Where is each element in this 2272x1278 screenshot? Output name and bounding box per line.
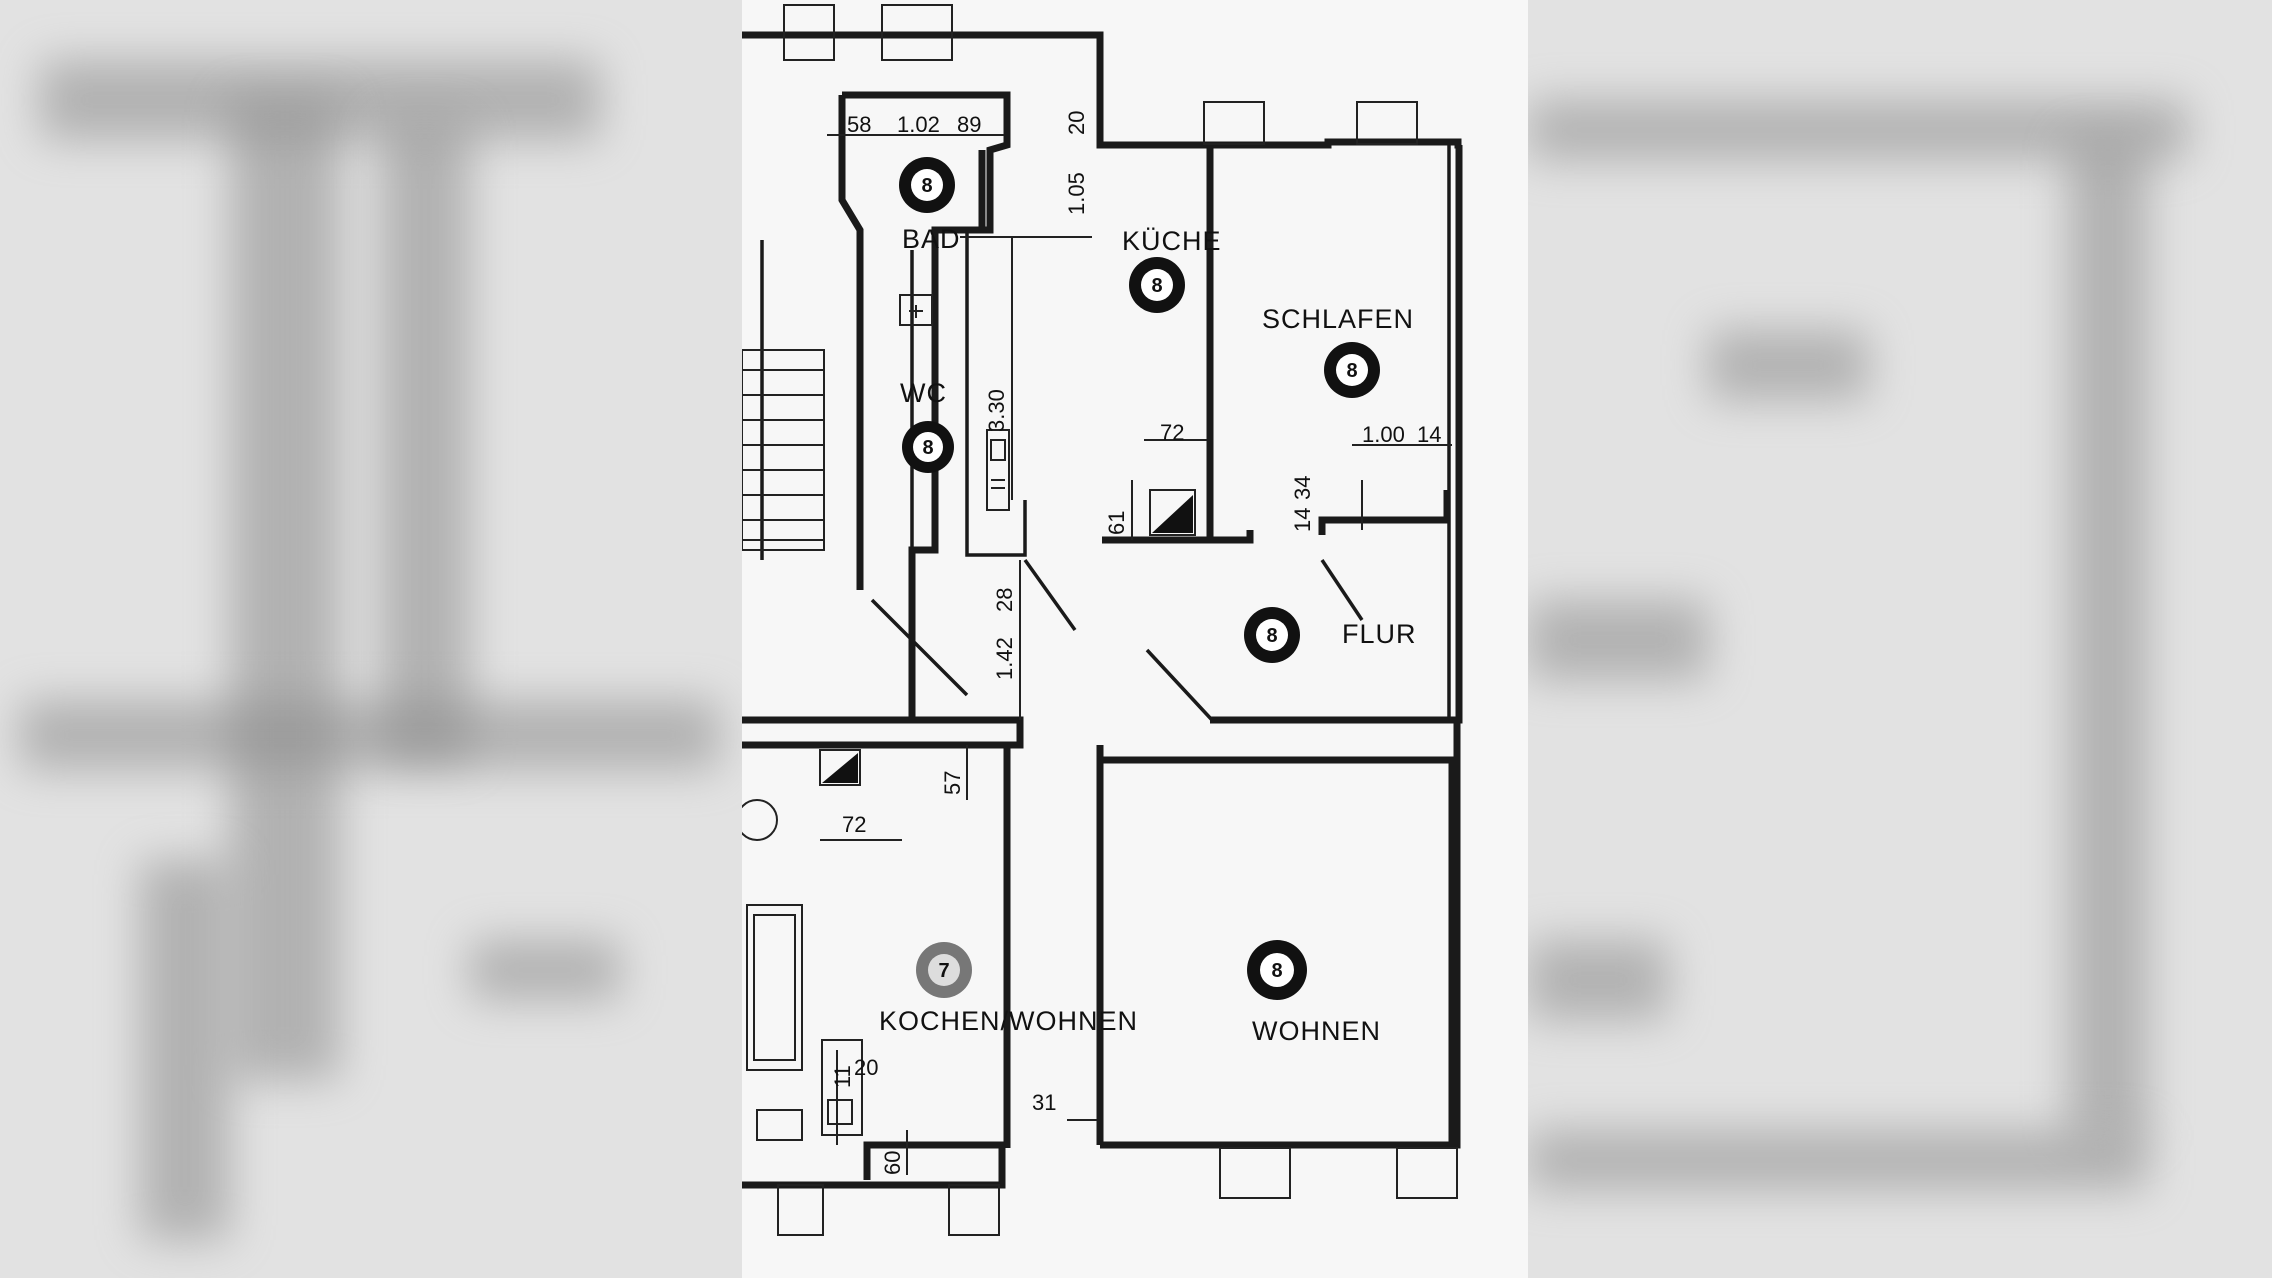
dim-3-30: 3.30 — [984, 389, 1009, 432]
dim-31: 31 — [1032, 1090, 1056, 1115]
blurred-background-left — [0, 0, 742, 1278]
dim-89: 89 — [957, 112, 981, 137]
dimension-lines — [820, 134, 1452, 1175]
dim-1-02: 1.02 — [897, 112, 940, 137]
room-label-kueche: KÜCHE — [1122, 226, 1222, 256]
floor-plan-drawing: BAD KÜCHE SCHLAFEN WC FLUR WOHNEN KOCHEN… — [742, 4, 1463, 1236]
staircase — [742, 349, 825, 551]
dim-58: 58 — [847, 112, 871, 137]
dim-72-kochen: 72 — [842, 812, 866, 837]
dim-20-top: 20 — [1064, 111, 1089, 135]
room-label-kochen-wohnen: KOCHEN/WOHNEN — [879, 1006, 1138, 1036]
svg-text:8: 8 — [1266, 625, 1277, 647]
middle-horizontal-wall — [742, 716, 1024, 749]
window-frames-top — [783, 4, 1418, 145]
chimney-flue-kochen — [819, 749, 861, 786]
bathtub — [746, 904, 803, 1071]
sink-bad — [899, 294, 933, 326]
kueche-left-wall — [935, 150, 986, 234]
dim-14-schlafen: 14 — [1417, 422, 1441, 447]
svg-text:8: 8 — [1151, 275, 1162, 297]
chimney-flue-flur — [1149, 489, 1196, 536]
badge-wohnen: 8 — [1247, 940, 1307, 1000]
floor-plan-scan: BAD KÜCHE SCHLAFEN WC FLUR WOHNEN KOCHEN… — [742, 0, 1528, 1278]
room-label-bad: BAD — [902, 224, 961, 254]
dim-14-flur: 14 — [1290, 508, 1315, 532]
schlafen-door-swing — [1320, 559, 1364, 621]
badge-schlafen: 8 — [1324, 342, 1380, 398]
dim-61: 61 — [1104, 511, 1129, 535]
bad-enclosure — [838, 95, 864, 590]
dim-34: 34 — [1290, 476, 1315, 500]
bottom-left-wall — [742, 1141, 1006, 1189]
exterior-wall-top — [742, 31, 1462, 149]
badge-bad: 8 — [899, 157, 955, 213]
room-label-schlafen: SCHLAFEN — [1262, 304, 1414, 334]
stove-kochen — [821, 1039, 863, 1136]
svg-text:8: 8 — [1271, 960, 1282, 982]
dim-72-kueche: 72 — [1160, 420, 1184, 445]
badge-kueche: 8 — [1129, 257, 1185, 313]
room-label-wc: WC — [900, 378, 947, 408]
room-label-wohnen: WOHNEN — [1252, 1016, 1381, 1046]
dim-11: 11 — [830, 1065, 855, 1088]
flur-diagonal-b — [870, 598, 969, 697]
badge-wc: 8 — [902, 421, 954, 473]
flur-right-step — [1318, 490, 1451, 535]
wohnen-door-swing — [1145, 648, 1214, 722]
round-stove-icon — [742, 799, 778, 841]
window-frames-bottom — [777, 1147, 1458, 1236]
dim-60: 60 — [880, 1151, 905, 1175]
room-label-flur: FLUR — [1342, 619, 1417, 649]
dim-57: 57 — [940, 771, 965, 795]
dim-28: 28 — [992, 588, 1017, 612]
sink-kochen — [756, 1109, 803, 1141]
wohnen-outer — [1100, 756, 1456, 1145]
dim-1-05: 1.05 — [1064, 172, 1089, 215]
kitchen-counter — [986, 429, 1010, 511]
corridor-inner-line — [965, 230, 1027, 557]
svg-text:8: 8 — [921, 175, 932, 197]
schlafen-left-wall — [1206, 145, 1254, 544]
svg-text:8: 8 — [922, 437, 933, 459]
dim-1-00: 1.00 — [1362, 422, 1405, 447]
flur-diagonal-a — [1023, 558, 1077, 632]
svg-text:7: 7 — [938, 960, 949, 982]
badge-kochen-wohnen: 7 — [916, 942, 972, 998]
dim-1-42: 1.42 — [992, 637, 1017, 680]
dim-20-kochen: 20 — [854, 1055, 878, 1080]
svg-text:8: 8 — [1346, 360, 1357, 382]
blurred-background-right — [1528, 0, 2272, 1278]
badge-flur: 8 — [1244, 607, 1300, 663]
